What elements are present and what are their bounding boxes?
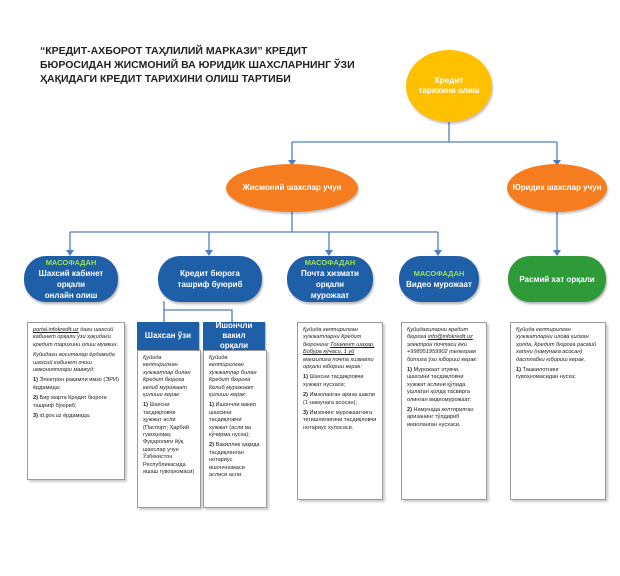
arrowhead <box>325 250 333 256</box>
method-video: МАСОФАДАН Видео мурожаат <box>399 256 479 302</box>
card-post-p1: Қуйида келтирилган хужжатларни Кредит бю… <box>303 327 362 348</box>
card-cabinet-p1: даги шахсий кабинет орқали ўзи ҳақидаги … <box>33 327 119 348</box>
card-cabinet-i2: Бир марта Кредит бюрога ташриф буюриб; <box>33 395 107 409</box>
root-node: Кредит тарихини олиш <box>406 50 492 122</box>
card-video-i2: Намунада келтирилган аризанинг тўлдириб … <box>407 407 474 428</box>
card-post-n1: 1) <box>303 374 308 381</box>
method-visit-line2: ташриф буюриб <box>177 280 243 289</box>
method-post: МАСОФАДАН Почта хизмати орқали мурожаат <box>287 256 373 302</box>
card-post: Қуйида келтирилган хужжатларни Кредит бю… <box>297 322 383 500</box>
connector-visit-bar <box>163 301 233 322</box>
card-proxy-n2: 2) <box>209 442 214 449</box>
card-cabinet-n3: 3) <box>33 413 38 420</box>
method-video-kicker: МАСОФАДАН <box>413 269 465 278</box>
arrowhead <box>66 250 74 256</box>
root-line1: Кредит <box>434 76 464 85</box>
method-cabinet-kicker: МАСОФАДАН <box>45 258 97 267</box>
card-post-i2: Имзоланган ариза шакли (1-намунага асоса… <box>303 392 376 406</box>
card-video-p1b: электрон почтаси ёки +998951959902 телег… <box>407 341 478 363</box>
card-post-i3: Имзонинг мурожаатчига тегишлилигини тасд… <box>303 410 377 431</box>
card-proxy-n1: 1) <box>209 402 214 409</box>
page-title: “КРЕДИТ-АХБОРОТ ТАҲЛИЛИЙ МАРКАЗИ” КРЕДИТ… <box>40 45 355 85</box>
visit-self-label: Шахсан ўзи <box>137 322 199 350</box>
card-self-n1: 1) <box>143 402 148 409</box>
method-post-kicker: МАСОФАДАН <box>304 258 356 267</box>
card-video-n2: 2) <box>407 407 412 414</box>
branch-legal: Юридик шахслар учун <box>507 164 607 212</box>
card-video: Қуйидагиларни кредит бюрога info@infokre… <box>401 322 487 500</box>
method-cabinet-line1: Шахсий кабинет орқали <box>38 269 104 289</box>
card-cabinet-i1: Электрон рақамли имзо (ЭРИ) ёрдамида; <box>33 377 119 391</box>
portal-link[interactable]: portal.infokredit.uz <box>33 327 79 333</box>
card-cabinet-n2: 2) <box>33 395 38 402</box>
card-proxy-i2: Вакиллик ҳақида тасдиқланган нотариус иш… <box>209 442 260 479</box>
method-post-line2: мурожаат <box>310 291 350 300</box>
card-proxy-i1: Ишончли вакил шахсини тасдиқловчи хужжат… <box>209 402 256 439</box>
card-letter-p1: Қуйида келтирилган хужжатларни илова қил… <box>516 327 597 363</box>
visit-proxy-line1: Ишончли вакил <box>215 321 253 340</box>
arrowhead <box>553 160 561 166</box>
card-video-i1: Мурожаат этувчи, шахсини тасдиқловчи хуж… <box>407 367 472 403</box>
card-cabinet-i3: id.gov.uz ёрдамида; <box>37 413 91 420</box>
card-self-p1: Қуйида келтирилган хужжатлар билан Креди… <box>143 355 191 399</box>
arrowhead <box>553 250 561 256</box>
card-letter: Қуйида келтирилган хужжатларни илова қил… <box>510 322 606 500</box>
method-letter: Расмий хат орқали <box>508 256 606 302</box>
card-post-n3: 3) <box>303 410 308 417</box>
card-video-p1: Қуйидагиларни кредит бюрога <box>407 327 469 341</box>
card-proxy: Қуйида келтирилган хужжатлар билан Креди… <box>203 350 267 508</box>
visit-proxy-line2: орқали <box>219 341 249 350</box>
card-post-i1: Шахсни тасдиқловчи хужжат нусхаси; <box>303 374 364 388</box>
method-visit: Кредит бюрога ташриф буюриб <box>158 256 262 302</box>
card-self-i1: Шахсни тасдиқловчи ҳужжат асли (Паспорт;… <box>143 402 195 476</box>
root-line2: тарихини олиш <box>418 86 480 95</box>
method-video-line1: Видео мурожаат <box>406 280 472 289</box>
card-cabinet-n1: 1) <box>33 377 38 384</box>
arrowhead <box>434 250 442 256</box>
card-cabinet: portal.infokredit.uz даги шахсий кабинет… <box>27 322 125 480</box>
visit-proxy-label: Ишончли вакил орқали <box>203 321 265 350</box>
method-cabinet: МАСОФАДАН Шахсий кабинет орқали онлайн о… <box>24 256 118 302</box>
card-video-n1: 1) <box>407 367 412 374</box>
card-post-p1b: манзилига почта хизмати орқали юбориш ке… <box>303 356 374 371</box>
card-proxy-p1: Қуйида келтирилган хужжатлар билан Креди… <box>209 355 257 399</box>
card-letter-i1: Ташкилотнинг гувоҳномасидан нусха; <box>516 367 576 381</box>
card-cabinet-p2: Куйидаги воситалар ёрдамида шахсий кабин… <box>33 352 115 374</box>
arrowhead <box>205 250 213 256</box>
email-link[interactable]: info@infokredit.uz <box>427 334 473 341</box>
arrowhead <box>288 160 296 166</box>
post-address: Тошкент шаҳар, Бобура кўчаси, 1 уй <box>303 341 375 356</box>
card-self: Қуйида келтирилган хужжатлар билан Креди… <box>137 350 201 508</box>
card-post-n2: 2) <box>303 392 308 399</box>
branch-individuals: Жисмоний шахслар учун <box>226 164 358 212</box>
method-post-line1: Почта хизмати орқали <box>301 269 359 289</box>
method-cabinet-line2: онлайн олиш <box>44 291 98 300</box>
method-visit-line1: Кредит бюрога <box>180 269 240 278</box>
card-letter-n1: 1) <box>516 367 521 374</box>
